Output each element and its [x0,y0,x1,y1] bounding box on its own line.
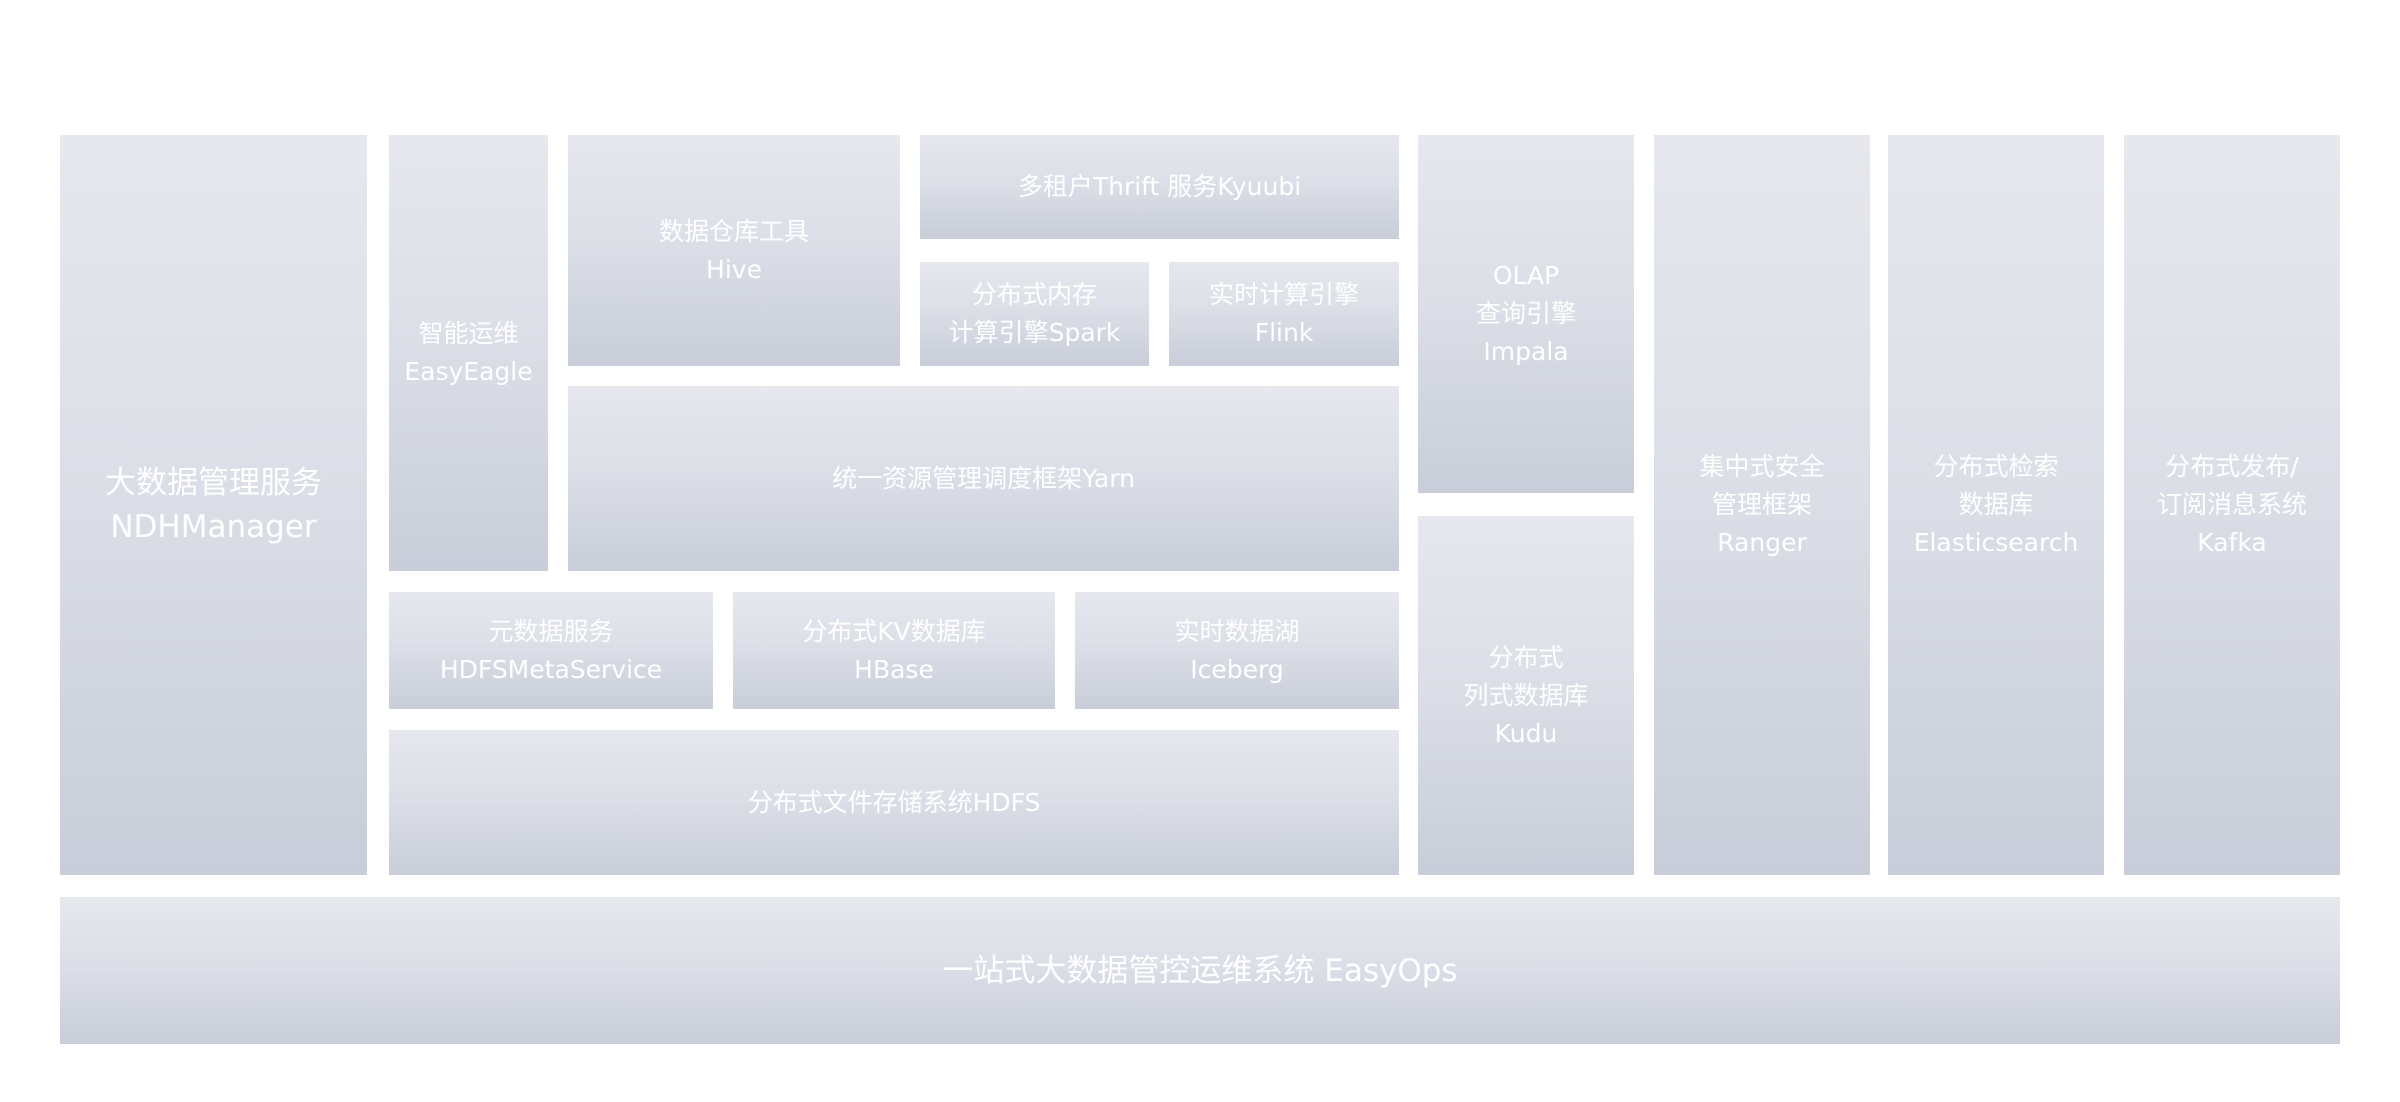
block-label-line: 计算引擎Spark [948,318,1121,347]
block-label-line: 管理框架 [1711,490,1812,519]
block-hdfs: 分布式文件存储系统HDFS [389,730,1399,875]
block-elasticsearch: 分布式检索数据库 Elasticsearch [1888,135,2104,875]
block-label-line: 大数据管理服务 [105,465,322,501]
block-spark: 分布式内存计算引擎Spark [920,262,1149,366]
block-label-line: 分布式 [1488,642,1564,672]
block-yarn: 统一资源管理调度框架Yarn [568,386,1399,571]
block-label-line: 查询引擎 [1475,299,1576,328]
block-label-line: Hive [706,254,762,284]
block-hdfsmetaservice: 元数据服务 HDFSMetaService [389,592,713,709]
block-label-line: Impala [1483,337,1569,366]
block-hbase: 分布式KV数据库 HBase [733,592,1055,709]
block-label-line: NDHManager [110,509,317,545]
block-label-line: 实时计算引擎 [1208,280,1359,309]
block-label-line: EasyEagle [404,357,533,386]
block-flink: 实时计算引擎 Flink [1169,262,1399,366]
block-label-line: 分布式检索 [1933,452,2059,481]
block-label-line: 分布式KV数据库 [802,616,986,646]
block-kafka: 分布式发布/订阅消息系统 Kafka [2124,135,2340,875]
block-label-line: 多租户Thrift 服务Kyuubi [1017,172,1302,201]
block-label-line: 分布式文件存储系统HDFS [747,787,1041,817]
block-kudu: 分布式列式数据库 Kudu [1418,516,1634,875]
block-label-line: 统一资源管理调度框架Yarn [832,463,1135,493]
block-label-line: OLAP [1492,261,1560,290]
block-hive: 数据仓库工具 Hive [568,135,900,366]
block-label-line: Kafka [2197,528,2267,557]
block-label-line: 分布式发布/ [2165,452,2299,481]
block-label-line: HBase [854,654,934,684]
block-label-line: Ranger [1717,528,1807,557]
block-label-line: 订阅消息系统 [2156,490,2307,519]
block-iceberg: 实时数据湖 Iceberg [1075,592,1399,709]
block-impala: OLAP 查询引擎 Impala [1418,135,1634,493]
block-label-line: 列式数据库 [1463,680,1589,710]
block-easyeagle: 智能运维 EasyEagle [389,135,548,571]
block-label-line: 分布式内存 [971,280,1097,309]
block-ndhmanager: 大数据管理服务 NDHManager [60,135,367,875]
block-label-line: Elasticsearch [1913,528,2079,557]
block-label-line: 集中式安全 [1699,452,1825,481]
block-label-line: 元数据服务 [488,616,614,646]
block-kyuubi: 多租户Thrift 服务Kyuubi [920,135,1399,239]
block-label-line: 实时数据湖 [1174,616,1300,646]
block-label-line: 一站式大数据管控运维系统 EasyOps [942,952,1458,989]
block-label-line: 智能运维 [418,319,519,348]
block-label-line: HDFSMetaService [439,654,663,684]
block-label-line: 数据库 [1958,490,2034,519]
block-label-line: Iceberg [1190,654,1284,684]
block-label-line: 数据仓库工具 [658,216,809,246]
block-label-line: Flink [1254,318,1314,347]
block-label-line: Kudu [1494,718,1558,748]
block-ranger: 集中式安全管理框架 Ranger [1654,135,1870,875]
block-easyops: 一站式大数据管控运维系统 EasyOps [60,897,2340,1044]
